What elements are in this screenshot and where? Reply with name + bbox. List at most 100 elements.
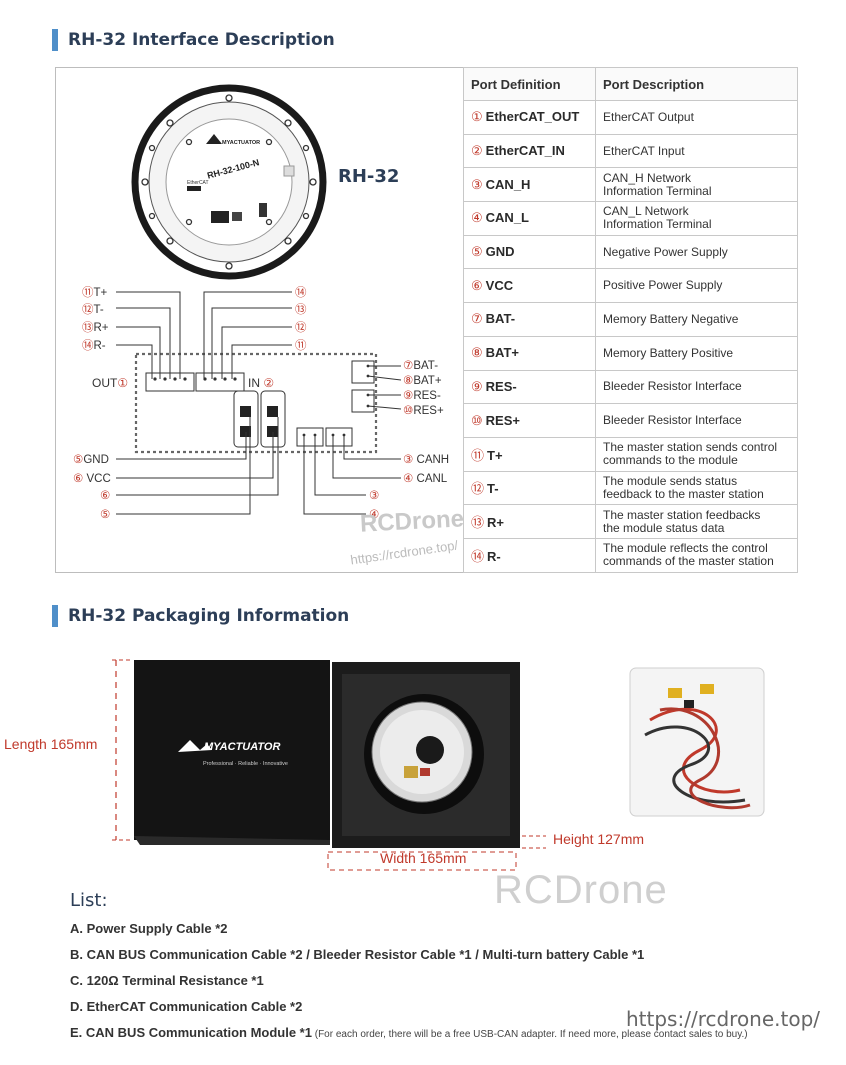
port-table-header-row: Port Definition Port Description [463,67,798,101]
list-title: List: [70,890,108,911]
label-in: IN ② [248,376,275,390]
label-canl: ④ CANL [403,473,448,485]
header-port-definition: Port Definition [463,67,596,101]
face-power-connector [211,211,229,223]
can-connector-a [296,427,324,447]
list-item-e: E. CAN BUS Communication Module *1 (For … [70,1025,748,1040]
label-r-plus: ⑬R+ [82,322,109,334]
port-description-line-1: Memory Battery Positive [603,345,734,360]
label-r-minus: ⑭R- [82,340,106,352]
port-name: EtherCAT_OUT [485,109,580,125]
face-ethercat-text: EtherCAT [187,180,209,186]
out-pins [153,377,187,381]
port-description-line-1: Negative Power Supply [603,244,728,259]
port-description-line-1: CAN_L Network [603,204,689,219]
wiring-diagram-svg: MYACTUATOR RH-32-100-N EtherCAT [116,84,402,515]
packaging-section-header: RH-32 Packaging Information [52,605,349,627]
cable-bag [629,667,765,817]
port-number: ② [471,143,483,159]
port-name: R+ [487,515,504,531]
length-dimension: Length 165mm [4,736,98,752]
interface-frame [55,67,798,573]
port-description-line-1: Bleeder Resistor Interface [603,379,742,394]
packaging-svg: MYACTUATOR Professional · Reliable · Inn… [112,659,765,871]
port-number: ⑨ [471,378,483,394]
port-description-line-1: The module sends status [603,473,738,488]
port-number: ⑪ [471,447,485,463]
port-number: ⑩ [471,412,483,428]
port-number: ⑧ [471,345,483,361]
port-name: R- [487,548,501,564]
box-logo-icon [178,740,212,752]
port-description-line-1: EtherCAT Output [603,109,694,124]
out-leader-lines [116,291,181,379]
interface-section-title: RH-32 Interface Description [68,30,335,50]
port-name: CAN_H [485,176,531,192]
cable-connector-1 [668,688,682,698]
width-dimension: Width 165mm [380,850,467,866]
box-logo-text: MYACTUATOR [204,741,280,753]
port-description-cell: Memory Battery Negative [595,302,798,337]
in-leader-lines [203,291,292,379]
port-description-line-1: Positive Power Supply [603,278,723,293]
logo-mountain-icon [206,134,222,144]
port-description-cell: Memory Battery Positive [595,335,798,371]
motor-face [165,118,293,246]
port-description-line-1: The master station feedbacks [603,507,761,522]
port-description-line-1: EtherCAT Input [603,143,685,158]
header-port-description: Port Description [595,67,798,101]
port-name: BAT- [485,311,516,327]
label-res-plus: ⑩RES+ [403,405,444,417]
motor-in-box-connector-2 [420,768,430,776]
label-mid-11: ⑪ [295,340,307,352]
port-number: ⑭ [471,548,485,564]
battery-connector [351,360,375,384]
port-name: EtherCAT_IN [485,143,565,159]
face-logo-text: MYACTUATOR [222,140,260,146]
port-description-line-1: The module reflects the control [603,541,768,556]
port-description-line-2: Information Terminal [603,183,712,198]
port-number: ⑦ [471,311,483,327]
port-description-cell: Bleeder Resistor Interface [595,369,798,405]
port-name: T- [487,481,499,497]
port-name: RES- [485,378,517,394]
port-description-line-1: The master station sends control [603,440,778,455]
label-res-minus: ⑨RES- [403,390,441,402]
port-description-line-1: CAN_H Network [603,170,692,185]
port-description-cell: Positive Power Supply [595,268,798,304]
port-name: T+ [487,447,503,463]
list-item-d: D. EtherCAT Communication Cable *2 [70,999,303,1014]
face-label-sticker [283,165,295,177]
port-description-cell: Negative Power Supply [595,234,798,270]
face-can-connector [232,212,242,221]
port-name: GND [485,244,515,260]
port-description-line-1: Bleeder Resistor Interface [603,413,742,428]
height-dimension: Height 127mm [553,831,645,847]
cable-connector-3 [684,700,694,708]
port-number: ③ [471,176,483,192]
port-description-line-2: Information Terminal [603,217,712,232]
section-accent-bar [52,605,58,627]
label-t-plus: ⑪T+ [82,287,108,299]
section-accent-bar [52,29,58,51]
watermark-big-url: https://rcdrone.top/ [626,1007,821,1031]
wiring-diagram: MYACTUATOR RH-32-100-N EtherCAT [56,68,462,572]
label-out: OUT① [92,376,129,390]
cables [644,707,751,810]
